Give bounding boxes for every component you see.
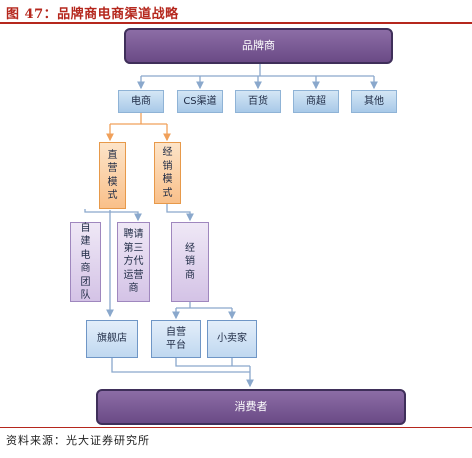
consumer-box: 消费者 [96,389,406,425]
distribution-mode-box: 经销模式 [154,142,181,204]
small-seller-label: 小卖家 [217,333,247,345]
direct-mode-box: 直营模式 [99,142,126,209]
own-team-label: 自建电商团队 [80,222,91,302]
channel-other-label: 其他 [364,95,384,107]
channel-ecommerce-label: 电商 [131,95,151,107]
channel-supermarket-label: 商超 [306,95,326,107]
flagship-store-label: 旗舰店 [97,333,127,345]
brand-owner-box: 品牌商 [124,28,393,64]
direct-mode-label: 直营模式 [107,149,118,202]
source-divider [0,427,472,428]
channel-cs-label: CS渠道 [183,95,217,107]
own-platform-box: 自营平台 [151,320,201,358]
channel-department-store-box: 百货 [235,90,281,113]
distributor-box: 经销商 [171,222,209,302]
consumer-label: 消费者 [234,399,268,413]
source-note: 资料来源：光大证券研究所 [6,434,150,447]
distribution-mode-label: 经销模式 [162,147,173,199]
third-party-operator-box: 聘请第三方代运营商 [117,222,150,302]
channel-cs-box: CS渠道 [177,90,223,113]
title-divider [0,22,472,24]
brand-owner-label: 品牌商 [242,38,275,52]
channel-ecommerce-box: 电商 [118,90,164,113]
figure-title: 图 47：品牌商电商渠道战略 [6,7,179,22]
channel-supermarket-box: 商超 [293,90,339,113]
own-platform-label: 自营平台 [166,326,186,352]
flagship-store-box: 旗舰店 [86,320,138,358]
third-party-operator-label: 聘请第三方代运营商 [123,229,144,295]
small-seller-box: 小卖家 [207,320,257,358]
distributor-label: 经销商 [185,242,195,281]
own-team-box: 自建电商团队 [70,222,101,302]
channel-department-store-label: 百货 [248,95,268,107]
channel-other-box: 其他 [351,90,397,113]
